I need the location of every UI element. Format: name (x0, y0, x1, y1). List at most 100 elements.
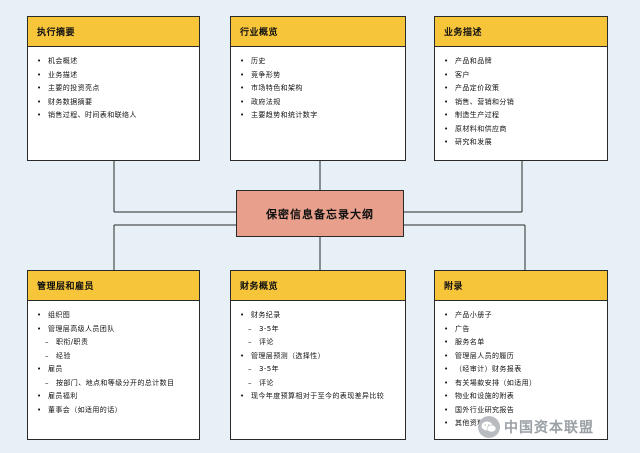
bullet-marker: • (444, 138, 449, 146)
dash-marker: – (45, 338, 49, 346)
list-item: •机会概述 (37, 55, 195, 69)
bullet-marker: • (444, 111, 449, 119)
item-list: •历史•竞争形势•市场特色和架构•政府法规•主要趋势和统计数字 (231, 47, 405, 123)
box-business-description: 业务描述 •产品和品牌•客户•产品定价政策•销售、营销和分销•制造生产过程•原材… (434, 16, 608, 161)
bullet-marker: • (444, 324, 449, 333)
watermark: 中国资本联盟 (478, 412, 594, 442)
sub-list-item: –3-5年 (240, 363, 391, 377)
list-item: •现今年度预算相对于至今的表现差异比较 (240, 390, 391, 404)
item-text: 销售、营销和分销 (455, 97, 515, 106)
box-appendix: 附录 •产品小册子•广告•服务名单•管理层人员的履历•（经审计）财务报表•有关場… (434, 270, 608, 440)
box-title: 管理层和雇员 (28, 271, 199, 301)
item-text: 管理层人员的履历 (455, 351, 515, 360)
item-text: 产品定价政策 (455, 84, 500, 92)
list-item: •有关場款安排（如适用） (444, 377, 603, 391)
bullet-marker: • (37, 392, 42, 400)
item-text: 制造生产过程 (455, 111, 500, 119)
list-item: •产品小册子 (444, 309, 603, 323)
item-text: 现今年度预算相对于至今的表现差异比较 (251, 392, 385, 400)
item-text: 产品小册子 (455, 311, 492, 319)
list-item: •管理层高级人员团队 (37, 323, 195, 337)
item-text: 经验 (56, 351, 71, 360)
list-item: • 董事会（如适用的话） (37, 404, 195, 418)
item-text: 3-5年 (259, 324, 280, 333)
item-text: 国外行业研究报告 (455, 405, 515, 414)
list-item: •销售过程、时间表和联络人 (37, 109, 195, 123)
list-item: • 产品定价政策 (444, 82, 603, 96)
bullet-marker: • (240, 351, 245, 360)
list-item: •客户 (444, 69, 603, 83)
item-text: 管理层预测（选择性） (251, 351, 325, 360)
item-text: 原材料和供应商 (455, 124, 507, 133)
bullet-marker: • (444, 97, 449, 106)
item-list: •产品小册子•广告•服务名单•管理层人员的履历•（经审计）财务报表•有关場款安排… (435, 301, 607, 431)
bullet-marker: • (444, 351, 449, 360)
list-item: •雇员福利 (37, 390, 195, 404)
sub-list-item: –职衔/职责 (37, 336, 195, 350)
item-text: 其他资料 (455, 419, 485, 427)
item-text: 服务名单 (455, 338, 485, 346)
bullet-marker: • (444, 405, 449, 414)
list-item: •组织图 (37, 309, 195, 323)
sub-list-item: –评论 (240, 336, 391, 350)
item-text: 机会概述 (48, 57, 78, 65)
list-item: •原材料和供应商 (444, 123, 603, 137)
list-item: •研究和发展 (444, 136, 603, 150)
box-industry-overview: 行业概览 •历史•竞争形势•市场特色和架构•政府法规•主要趋势和统计数字 (230, 16, 406, 161)
bullet-marker: • (37, 97, 42, 106)
list-item: •雇员 (37, 363, 195, 377)
list-item: • 竞争形势 (240, 69, 401, 83)
item-text: 管理层高级人员团队 (48, 324, 115, 333)
box-management: 管理层和雇员 •组织图•管理层高级人员团队–职衔/职责–经验•雇员–按部门、地点… (27, 270, 200, 440)
list-item: •产品和品牌 (444, 55, 603, 69)
bullet-marker: • (444, 365, 449, 373)
item-text: 产品和品牌 (455, 57, 492, 65)
item-text: 董事会（如适用的话） (48, 405, 122, 414)
sub-list-item: –按部门、地点和等级分开的总计数目 (37, 377, 195, 391)
list-item: •主要的投资亮点 (37, 82, 195, 96)
list-item: •物业和设施的附表 (444, 390, 603, 404)
sub-list-item: –评论 (240, 377, 391, 391)
bullet-marker: • (444, 84, 449, 92)
item-text: 市场特色和架构 (251, 84, 303, 92)
item-text: 销售过程、时间表和联络人 (48, 111, 137, 119)
box-title: 附录 (435, 271, 607, 301)
item-text: 按部门、地点和等级分开的总计数目 (56, 378, 175, 387)
item-list: •组织图•管理层高级人员团队–职衔/职责–经验•雇员–按部门、地点和等级分开的总… (28, 301, 199, 417)
item-text: 政府法规 (251, 97, 281, 106)
item-text: 历史 (251, 57, 266, 65)
item-text: 财务数据摘要 (48, 97, 93, 106)
watermark-text: 中国资本联盟 (504, 420, 594, 436)
bullet-marker: • (240, 70, 245, 79)
bullet-marker: • (240, 84, 245, 92)
item-text: 评论 (259, 378, 274, 387)
box-title: 执行摘要 (28, 17, 199, 47)
item-text: 评论 (259, 338, 274, 346)
item-text: 有关場款安排（如适用） (455, 378, 537, 387)
box-title: 行业概览 (231, 17, 405, 47)
sub-list-item: –3-5年 (240, 323, 391, 337)
bullet-marker: • (37, 70, 42, 79)
bullet-marker: • (444, 338, 449, 346)
list-item: • 国外行业研究报告 (444, 404, 603, 418)
bullet-marker: • (37, 405, 42, 414)
list-item: • 财务数据摘要 (37, 96, 195, 110)
item-text: 竞争形势 (251, 70, 281, 79)
list-item: •主要趋势和统计数字 (240, 109, 401, 123)
bullet-marker: • (37, 311, 42, 319)
list-item: •业务描述 (37, 69, 195, 83)
list-item: • 历史 (240, 55, 401, 69)
sub-list-item: –经验 (37, 350, 195, 364)
bullet-marker: • (240, 57, 245, 65)
list-item: • 其他资料 (444, 417, 603, 431)
dash-marker: – (248, 365, 252, 373)
bullet-marker: • (444, 419, 449, 427)
item-text: 职衔/职责 (56, 338, 89, 346)
item-text: 雇员 (48, 365, 63, 373)
item-text: （经审计）财务报表 (455, 365, 522, 373)
list-item: •广告 (444, 323, 603, 337)
box-title: 业务描述 (435, 17, 607, 47)
center-title: 保密信息备忘录大纲 (266, 207, 374, 221)
wechat-icon (478, 416, 500, 438)
